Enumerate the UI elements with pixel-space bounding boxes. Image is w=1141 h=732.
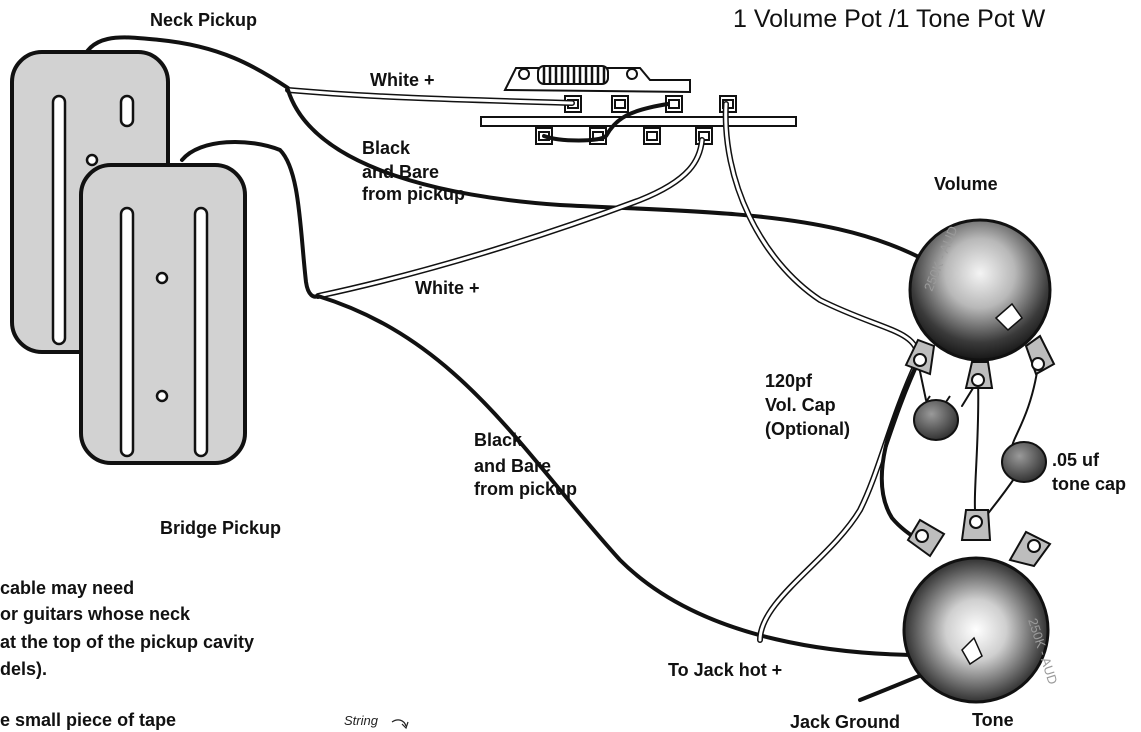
tone-label: Tone [972,710,1014,730]
svg-text:dels).: dels). [0,659,47,679]
string-callout: String [344,713,409,730]
jack-ground-label: Jack Ground [790,712,900,732]
switch-out-wire [722,101,921,361]
svg-text:e small piece of tape: e small piece of tape [0,710,176,730]
svg-text:Vol. Cap: Vol. Cap [765,395,836,415]
vol-cap-label: 120pf Vol. Cap (Optional) [765,371,850,439]
svg-text:cable may need: cable may need [0,578,134,598]
installation-note: cable may need or guitars whose neck at … [0,578,254,730]
jack-hot-label: To Jack hot + [668,660,782,680]
volume-middle-wire [973,379,980,521]
svg-text:Black: Black [362,138,411,158]
svg-text:at the top of the pickup cavit: at the top of the pickup cavity [0,632,254,652]
svg-text:.05 uf: .05 uf [1052,450,1100,470]
switch-spring [537,65,609,85]
volume-pot: 250K - AUD [904,218,1056,389]
bridge-pickup-cable [180,140,320,299]
bridge-black-label: Black and Bare from pickup [474,430,577,499]
neck-white-label: White + [370,70,435,90]
vol-cap [913,395,959,441]
bridge-pickup-label: Bridge Pickup [160,518,281,538]
bridge-pickup [79,163,247,465]
selector-switch [480,65,797,145]
svg-text:(Optional): (Optional) [765,419,850,439]
neck-black-label: Black and Bare from pickup [362,138,465,204]
svg-text:from pickup: from pickup [362,184,465,204]
svg-text:120pf: 120pf [765,371,813,391]
svg-text:Black: Black [474,430,523,450]
neck-pickup-label: Neck Pickup [150,10,257,30]
tone-pot: 250K - AUD [902,509,1061,704]
tone-cap-label: .05 uf tone cap [1052,450,1126,494]
svg-text:and Bare: and Bare [474,456,551,476]
volume-tone-wire [879,360,924,544]
switch-bottom-lugs [535,127,713,145]
bridge-white-label: White + [415,278,480,298]
svg-text:and Bare: and Bare [362,162,439,182]
svg-text:or guitars whose neck: or guitars whose neck [0,604,191,624]
svg-text:from pickup: from pickup [474,479,577,499]
wiring [78,35,1039,702]
svg-text:String: String [344,713,379,728]
neck-black-wire [286,88,1002,320]
tone-cap [1001,441,1047,483]
svg-text:tone cap: tone cap [1052,474,1126,494]
switch-top-lugs [564,95,737,113]
bridge-black-wire [316,294,970,657]
switch-jumper-wire [542,102,670,143]
diagram-title: 1 Volume Pot /1 Tone Pot W [733,5,1046,33]
volume-label: Volume [934,174,998,194]
neck-pickup-cable [78,35,290,90]
